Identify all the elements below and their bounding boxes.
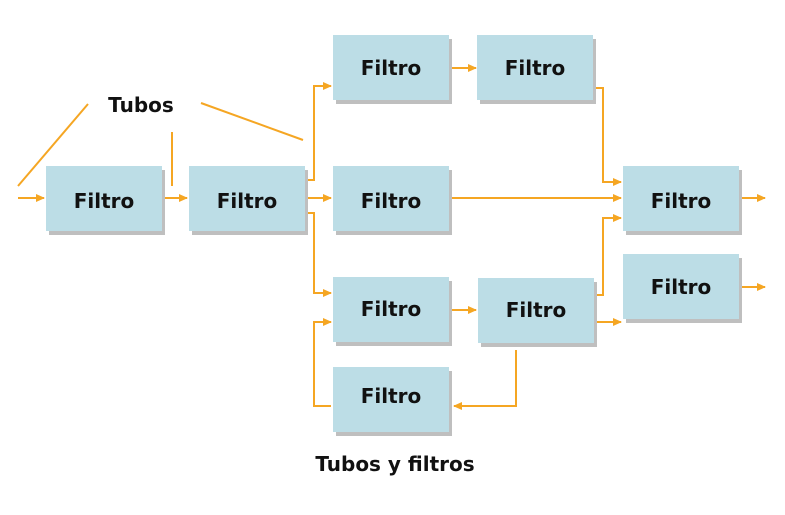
filter-label: Filtro [651, 275, 712, 299]
filter-box: Filtro [478, 278, 597, 347]
filter-label: Filtro [361, 56, 422, 80]
filter-box: Filtro [623, 254, 742, 323]
filter-box: Filtro [189, 166, 308, 235]
filter-box: Filtro [333, 367, 452, 436]
leader-line-3 [200, 102, 304, 141]
pipes-label: Tubos [108, 93, 174, 117]
filter-label: Filtro [361, 384, 422, 408]
pipe-f8-f9 [453, 350, 517, 410]
pipe-f8-f6 [596, 214, 622, 296]
filter-box: Filtro [477, 35, 596, 104]
filter-label: Filtro [361, 189, 422, 213]
filter-label: Filtro [506, 298, 567, 322]
filter-label: Filtro [74, 189, 135, 213]
filter-box: Filtro [333, 166, 452, 235]
pipe-f4-f6 [596, 87, 622, 186]
pipe-f2-f3 [306, 82, 332, 181]
filter-box: Filtro [333, 35, 452, 104]
filter-box: Filtro [623, 166, 742, 235]
filter-box: Filtro [46, 166, 165, 235]
leader-line-1 [17, 103, 89, 187]
pipes [18, 64, 766, 410]
filter-label: Filtro [651, 189, 712, 213]
filter-box: Filtro [333, 277, 452, 346]
diagram-caption: Tubos y filtros [315, 452, 474, 476]
filter-label: Filtro [361, 297, 422, 321]
filter-label: Filtro [505, 56, 566, 80]
pipes-label-leaders [17, 102, 304, 187]
pipe-f9-f7 [313, 318, 332, 407]
filter-label: Filtro [217, 189, 278, 213]
pipe-f2-f7 [306, 212, 332, 297]
